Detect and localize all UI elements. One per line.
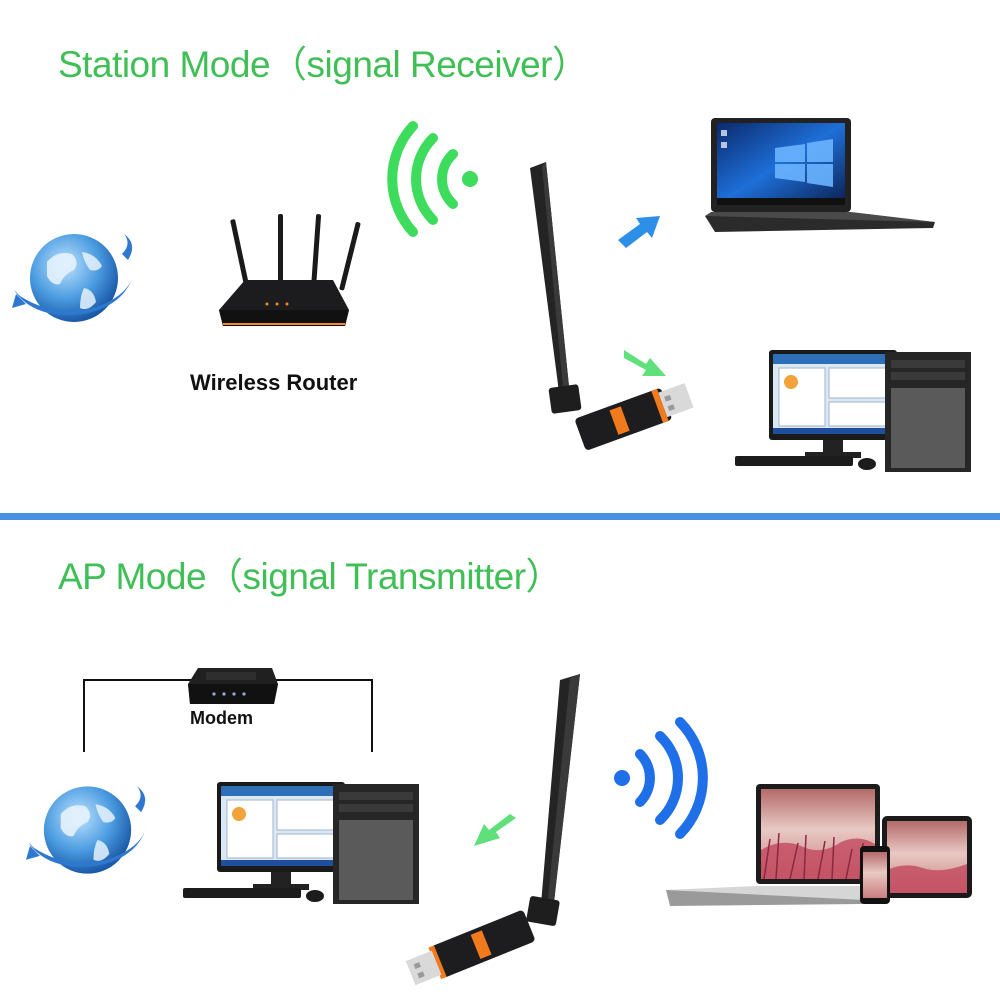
- wifi-signal-icon: [387, 121, 478, 237]
- desktop-computer-icon: [183, 782, 419, 904]
- globe-icon: [12, 234, 134, 322]
- laptop-icon: [705, 118, 935, 232]
- arrow-up-right-icon: [618, 216, 660, 248]
- ap-mode-title: AP Mode（signal Transmitter）: [58, 556, 563, 597]
- arrow-down-left-icon: [474, 814, 516, 846]
- modem-icon: [188, 668, 278, 704]
- section-divider: [0, 513, 1000, 520]
- globe-icon: [26, 786, 148, 874]
- usb-wifi-adapter-icon: [405, 674, 580, 986]
- wireless-router-icon: [219, 214, 361, 326]
- laptop-tablet-phone-icon: [666, 784, 972, 906]
- usb-wifi-adapter-icon: [530, 162, 694, 450]
- station-mode-title: Station Mode（signal Receiver）: [58, 44, 589, 85]
- arrow-down-right-icon: [624, 350, 666, 376]
- wireless-router-label: Wireless Router: [190, 370, 358, 395]
- modem-label: Modem: [190, 708, 253, 728]
- wifi-signal-icon: [614, 717, 708, 839]
- desktop-computer-icon: [735, 350, 971, 472]
